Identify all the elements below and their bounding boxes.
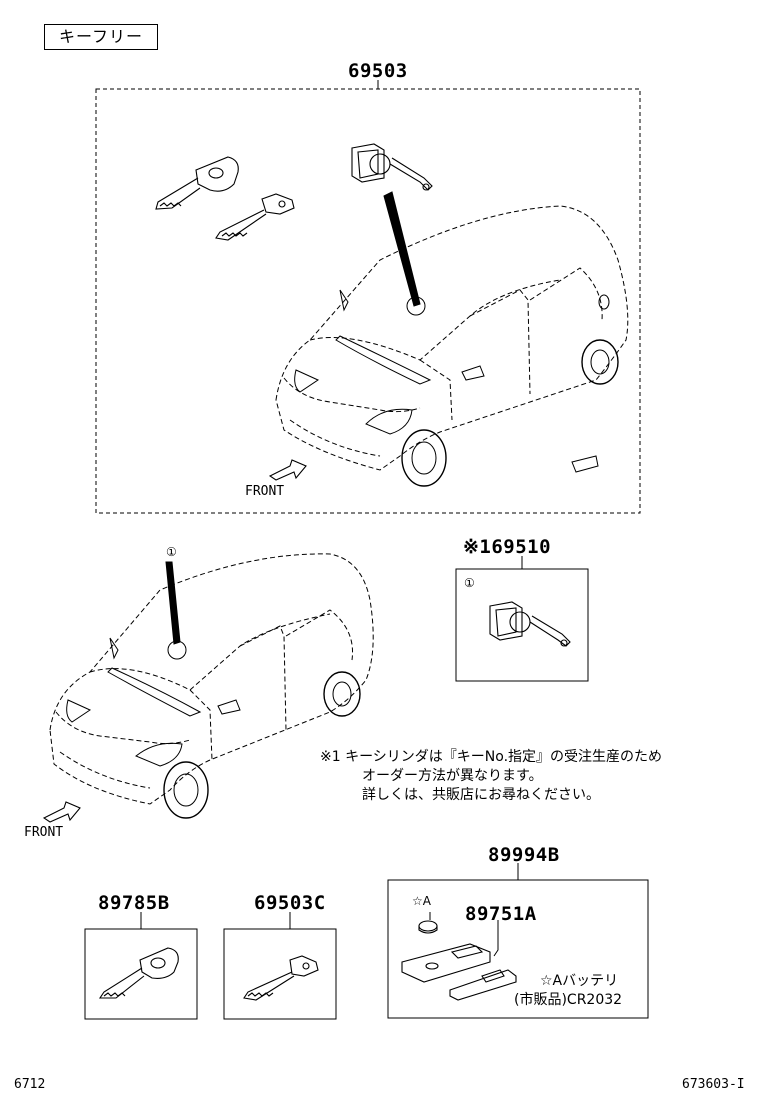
- remote-kit-frame: [387, 879, 649, 1019]
- cylinder-drawing-main: [351, 143, 433, 191]
- pointer-wedge-bottom: [165, 561, 181, 645]
- footer-right-code: 673603-I: [682, 1077, 745, 1092]
- callout-star-a: ☆A: [412, 894, 431, 908]
- cylinder-frame: [455, 568, 589, 682]
- master-key-drawing: [155, 156, 239, 210]
- car-drawing-top: [275, 205, 629, 471]
- key-sub-drawing: [243, 955, 319, 1001]
- part-number-key-sub: 69503C: [254, 892, 326, 914]
- front-label-top: FRONT: [245, 484, 285, 499]
- part-number-main-kit: 69503: [348, 60, 408, 82]
- front-label-bottom: FRONT: [24, 825, 64, 840]
- battery-note-line-2: (市販品)CR2032: [514, 992, 623, 1008]
- note-line-3: 詳しくは、共販店にお尋ねください。: [362, 787, 600, 803]
- callout-circle-1-cylinder: ①: [464, 576, 475, 590]
- battery-note-line-1: ☆Aバッテリ: [540, 973, 619, 989]
- callout-circle-1-car: ①: [166, 545, 177, 559]
- main-kit-frame: [95, 88, 641, 514]
- part-number-remote-case: 89751A: [465, 903, 537, 925]
- battery-drawing: [418, 920, 438, 934]
- front-arrow-bottom: [42, 801, 81, 823]
- front-arrow-top: [268, 459, 307, 481]
- part-number-cylinder: ※169510: [463, 536, 552, 558]
- key-master-frame: [84, 928, 198, 1020]
- key-master-drawing: [98, 947, 179, 999]
- part-number-remote-kit: 89994B: [488, 844, 560, 866]
- note-line-2: オーダー方法が異なります。: [362, 768, 543, 784]
- car-top-callout-point: [406, 296, 426, 316]
- car-top-solid: [294, 289, 619, 487]
- car-drawing-bottom: [49, 553, 374, 805]
- leader-remote-case: [493, 920, 499, 957]
- key-sub-frame: [223, 928, 337, 1020]
- remote-case-drawing: [401, 943, 517, 1001]
- sub-key-drawing: [215, 193, 295, 241]
- footer-left-code: 6712: [14, 1077, 46, 1092]
- part-number-key-master: 89785B: [98, 892, 170, 914]
- car-bottom-callout-point: [167, 640, 187, 660]
- note-line-1: ※1 キーシリンダは『キーNo.指定』の受注生産のため: [320, 749, 663, 765]
- cylinder-drawing-box: [489, 601, 571, 647]
- category-label: キーフリー: [44, 24, 158, 50]
- small-tag-drawing: [571, 455, 599, 473]
- car-bottom-solid: [66, 637, 361, 819]
